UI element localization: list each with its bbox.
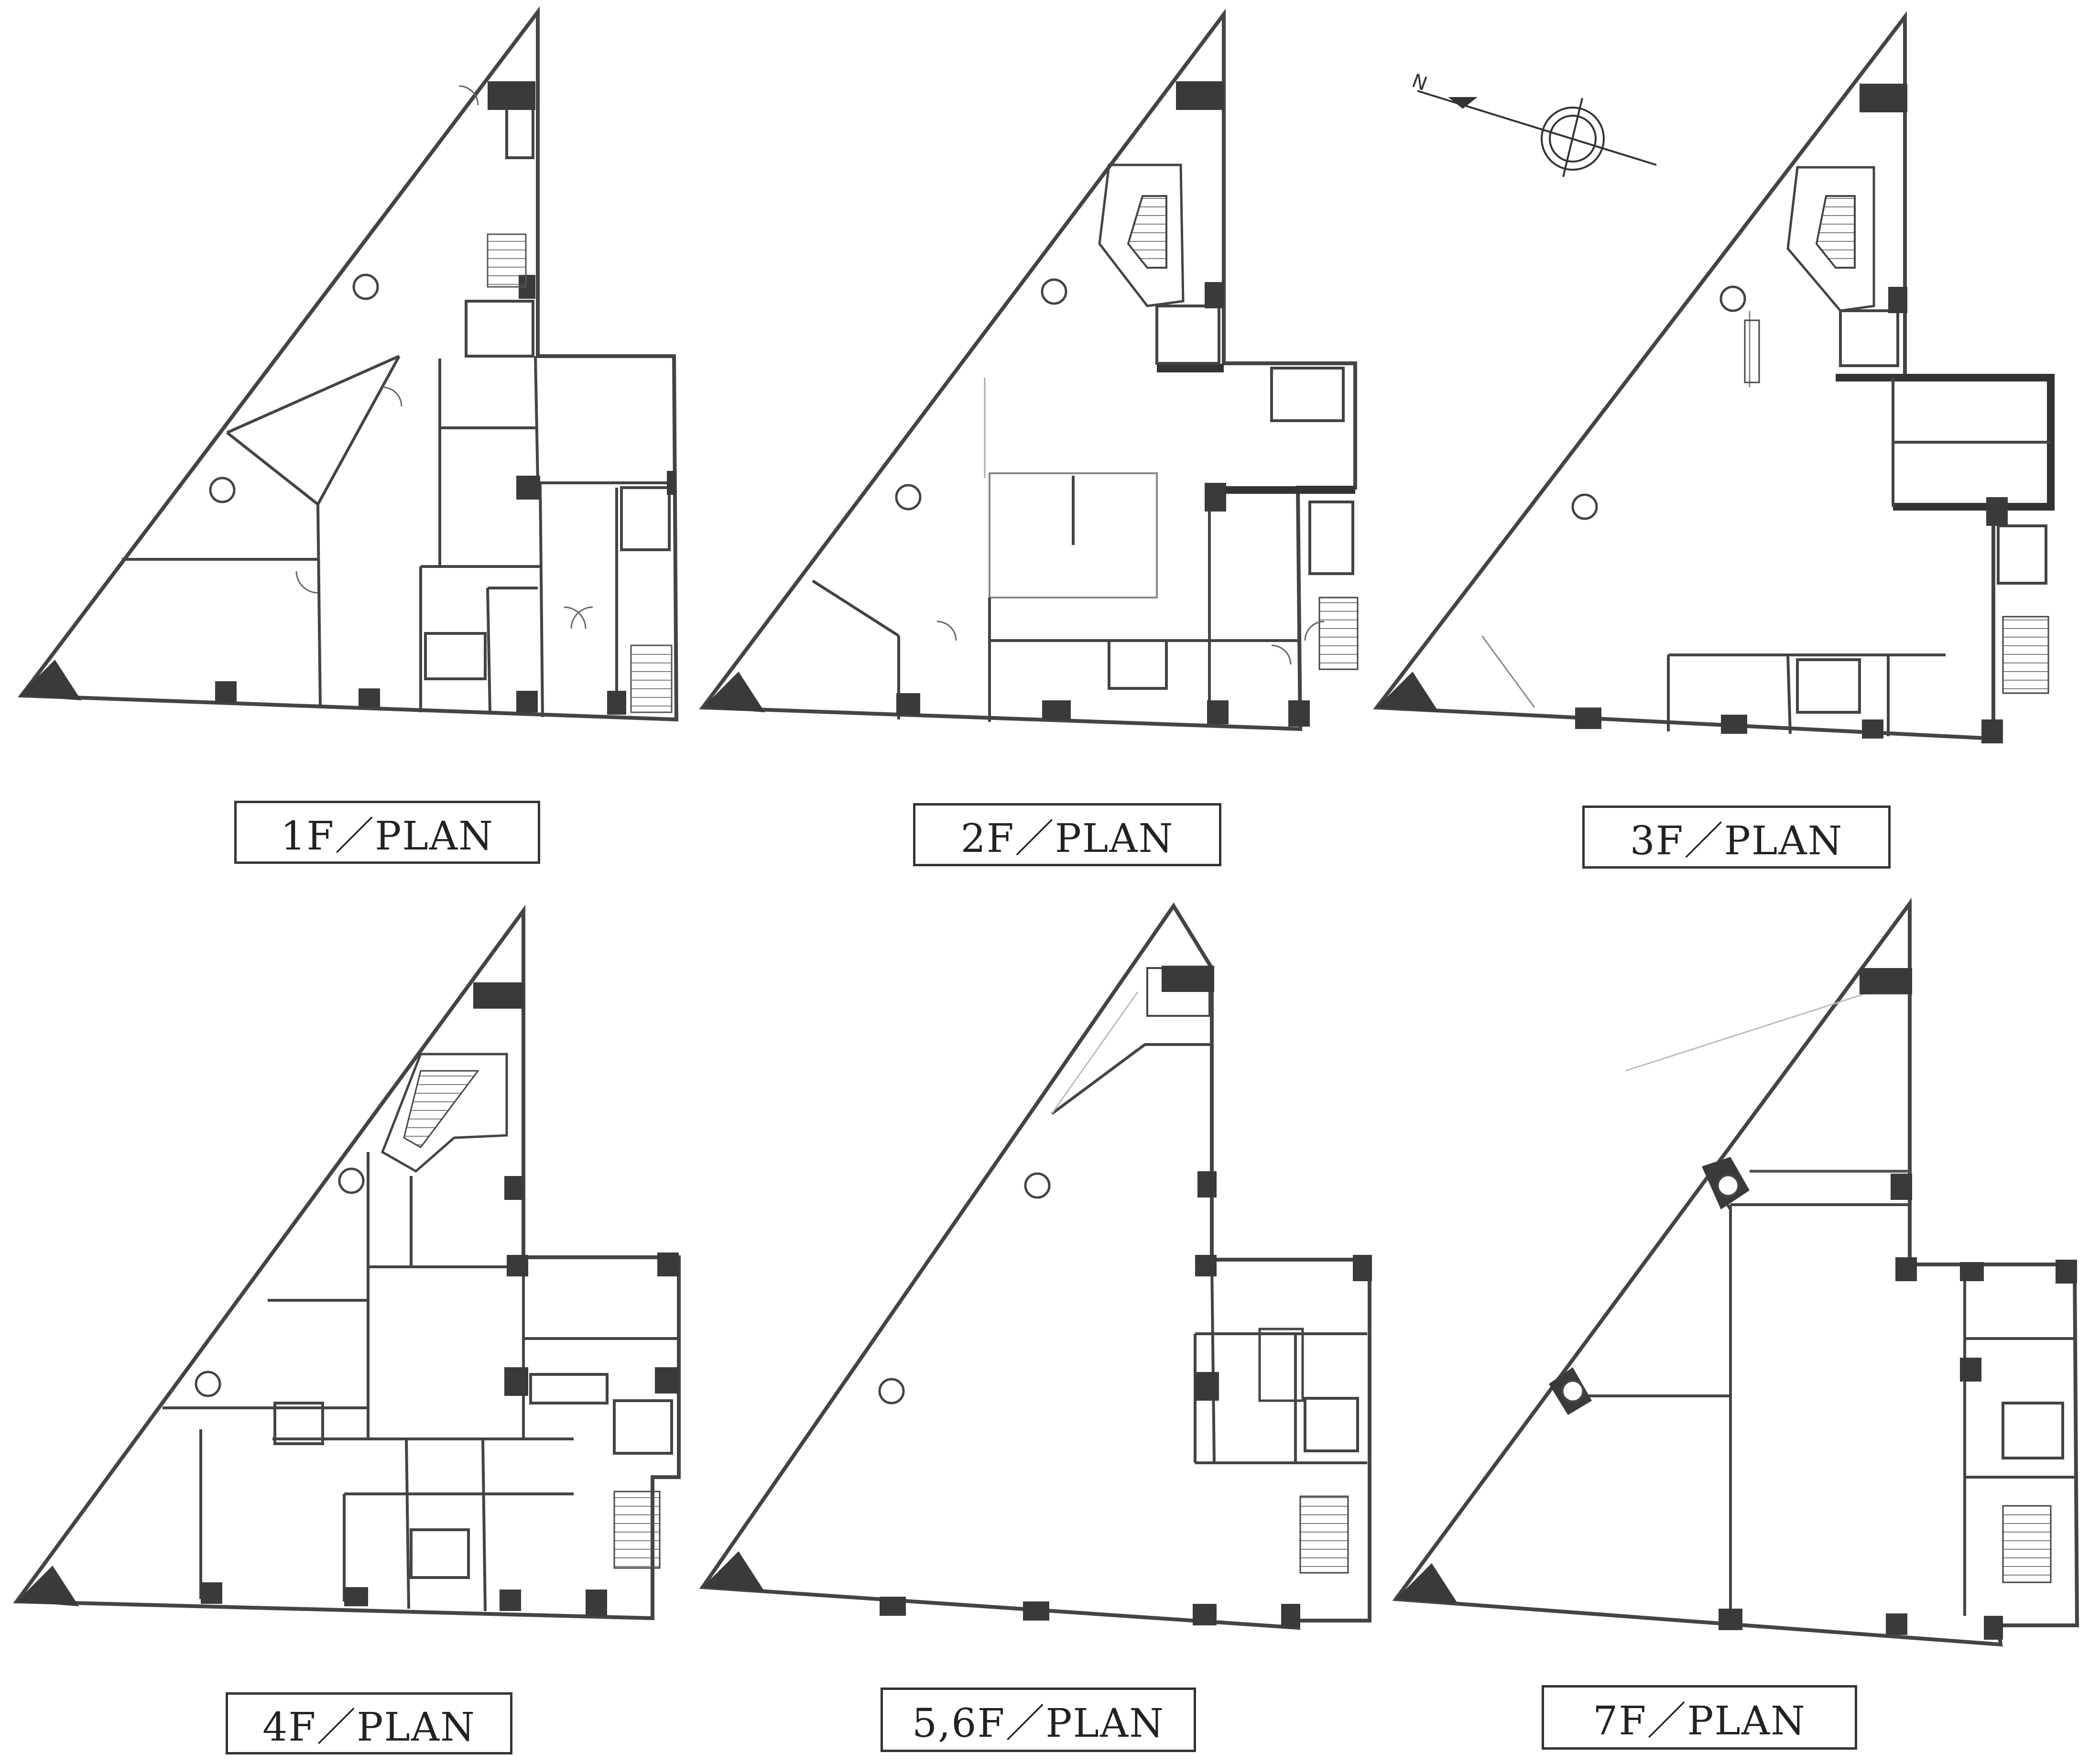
plan-56f-outline bbox=[699, 902, 1371, 1630]
plan-3f-columns bbox=[1377, 84, 2008, 743]
plan-56f-columns bbox=[703, 966, 1372, 1628]
plan-7f-outline bbox=[1392, 897, 2079, 1647]
plan-label-56f: 5,6F／PLAN bbox=[881, 1688, 1196, 1752]
plan-1f bbox=[18, 6, 679, 722]
plan-4f-columns bbox=[17, 982, 679, 1616]
plan-2f bbox=[699, 9, 1359, 731]
plan-label-4f: 4F／PLAN bbox=[226, 1692, 512, 1754]
plan-1f-outline bbox=[18, 6, 679, 722]
plan-4f-outline bbox=[13, 904, 681, 1621]
plan-label-3f: 3F／PLAN bbox=[1582, 806, 1891, 869]
plan-label-1f: 1F／PLAN bbox=[234, 801, 540, 864]
plan-1f-columns bbox=[19, 81, 676, 715]
compass-icon: N bbox=[1409, 70, 1657, 177]
plan-2f-columns bbox=[703, 81, 1310, 727]
plan-1f-doors bbox=[295, 85, 593, 629]
compass-north-letter: N bbox=[1409, 70, 1430, 95]
plan-7f bbox=[1392, 897, 2079, 1647]
plan-56f bbox=[699, 902, 1372, 1630]
plan-7f-columns bbox=[1396, 968, 2077, 1640]
plan-3f: N bbox=[1373, 11, 2055, 743]
plan-2f-outline bbox=[699, 9, 1357, 731]
plan-label-7f: 7F／PLAN bbox=[1542, 1685, 1857, 1750]
plan-label-2f: 2F／PLAN bbox=[913, 803, 1221, 866]
plan-2f-doors bbox=[936, 621, 1325, 665]
plan-4f bbox=[13, 904, 681, 1621]
